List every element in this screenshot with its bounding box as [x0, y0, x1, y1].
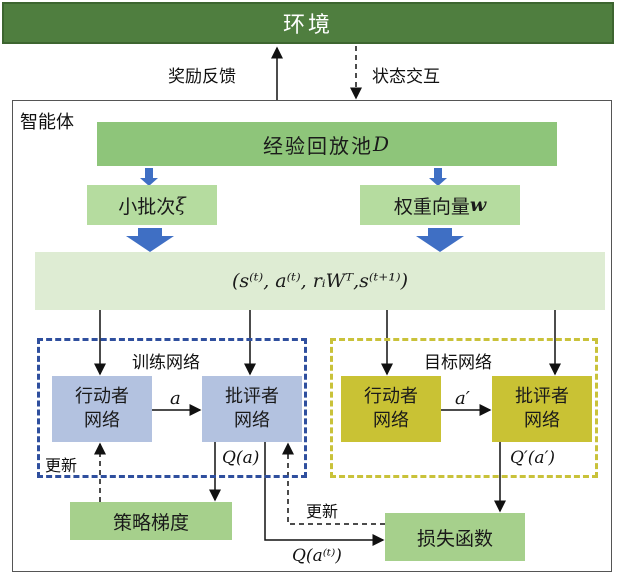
q-at-label: Q(a⁽ᵗ⁾) [292, 546, 342, 566]
critic-update-label: 更新 [306, 502, 339, 521]
train-critic-network: 批评者 网络 [202, 376, 302, 442]
train-actor-line2: 网络 [84, 410, 120, 431]
policy-gradient-label: 策略梯度 [112, 511, 189, 534]
minibatch-label: 小批次 [118, 195, 176, 218]
target-network-title: 目标网络 [420, 348, 496, 373]
environment-label: 环境 [282, 13, 333, 38]
train-q-label: Q(a) [222, 448, 260, 468]
loss-function-box: 损失函数 [385, 513, 525, 561]
target-actor-line2: 网络 [373, 410, 409, 431]
replay-pool-symbol: D [372, 132, 392, 156]
agent-label: 智能体 [20, 112, 74, 133]
weight-to-tuple-arrow [416, 228, 464, 252]
target-critic-line1: 批评者 [515, 385, 569, 407]
reward-feedback-label: 奖励反馈 [168, 67, 236, 87]
transition-tuple-box: (s⁽ᵗ⁾, a⁽ᵗ⁾, rᵢWᵀ,s⁽ᵗ⁺¹⁾) [35, 252, 605, 310]
transition-tuple-text: (s⁽ᵗ⁾, a⁽ᵗ⁾, rᵢWᵀ,s⁽ᵗ⁺¹⁾) [232, 270, 408, 292]
minibatch-symbol: ξ [175, 194, 186, 216]
train-actor-network: 行动者 网络 [52, 376, 152, 442]
pool-to-minibatch-arrow [140, 168, 158, 186]
actor-update-label: 更新 [45, 456, 78, 475]
critic-to-loss [264, 442, 385, 546]
train-actor-line1: 行动者 [75, 385, 129, 407]
weight-vector-symbol: w [469, 194, 487, 216]
loss-function-label: 损失函数 [416, 527, 493, 550]
target-critic-line2: 网络 [524, 410, 560, 431]
target-critic-network: 批评者 网络 [492, 376, 592, 442]
training-network-frame [37, 338, 307, 478]
target-action-label: a′ [455, 388, 470, 409]
agent-frame [12, 100, 612, 572]
training-network-title: 训练网络 [128, 348, 204, 373]
environment-box: 环境 [2, 2, 614, 44]
target-actor-line1: 行动者 [364, 385, 418, 407]
pool-to-weight-arrow [429, 168, 447, 186]
train-critic-line2: 网络 [234, 410, 270, 431]
train-action-label: a [170, 388, 181, 409]
replay-pool-label: 经验回放池 [262, 133, 373, 158]
policy-gradient-box: 策略梯度 [70, 502, 232, 540]
minibatch-to-tuple-arrow [126, 228, 174, 252]
target-network-frame [330, 338, 598, 478]
target-actor-network: 行动者 网络 [341, 376, 441, 442]
weight-vector-label: 权重向量 [393, 195, 470, 218]
train-critic-line1: 批评者 [225, 385, 279, 407]
target-q-label: Q′(a′) [510, 448, 556, 468]
state-interaction-label: 状态交互 [372, 67, 440, 87]
